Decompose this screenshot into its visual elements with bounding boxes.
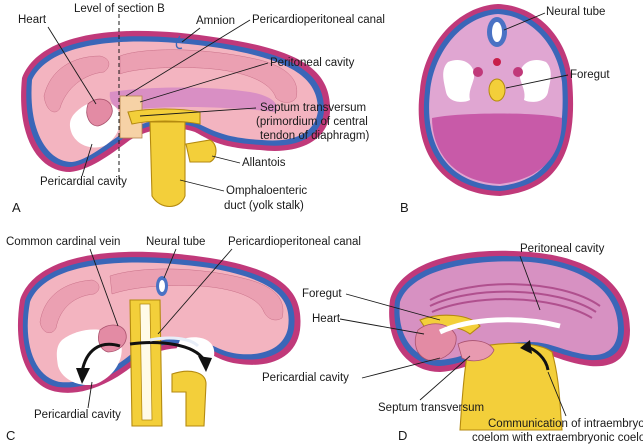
panel-a: Heart Level of section B Amnion Pericard…	[12, 3, 385, 215]
panel-d-embryo	[389, 250, 630, 431]
label-d-foregut: Foregut	[302, 288, 342, 300]
label-pericardioperitoneal-canal: Pericardioperitoneal canal	[252, 14, 385, 26]
panel-letter-a: A	[12, 200, 21, 215]
panel-letter-c: C	[6, 428, 15, 443]
label-septum-primordium: (primordium of central	[256, 116, 368, 128]
label-allantois: Allantois	[242, 157, 286, 169]
label-omphaloenteric: Omphaloenteric	[226, 185, 307, 197]
label-heart: Heart	[18, 14, 47, 26]
label-amnion: Amnion	[196, 15, 235, 27]
panel-b-leaders	[503, 12, 569, 89]
label-d-peritoneal-cavity: Peritoneal cavity	[520, 243, 605, 255]
panel-c-leaders	[87, 248, 233, 409]
label-pericardial-cavity: Pericardial cavity	[40, 176, 127, 188]
label-c-pericardial-cavity: Pericardial cavity	[34, 409, 121, 421]
label-d-coelom: coelom with extraembryonic coelom	[472, 432, 643, 444]
label-peritoneal-cavity: Peritoneal cavity	[270, 57, 355, 69]
label-septum-transversum: Septum transversum	[260, 102, 366, 114]
panel-c-embryo	[17, 251, 301, 427]
panel-d-leaders	[339, 255, 567, 417]
label-septum-tendon: tendon of diaphragm)	[260, 130, 369, 142]
label-b-foregut: Foregut	[570, 69, 610, 81]
label-d-septum-transversum: Septum transversum	[378, 402, 484, 414]
label-d-communication: Communication of intraembryonic	[488, 418, 643, 430]
panel-letter-b: B	[400, 200, 409, 215]
panel-d: Peritoneal cavity Foregut Heart Pericard…	[262, 243, 643, 444]
label-yolk-stalk: duct (yolk stalk)	[224, 200, 304, 212]
label-d-pericardial-cavity: Pericardial cavity	[262, 372, 349, 384]
label-c-neural-tube: Neural tube	[146, 236, 205, 248]
panel-b: Neural tube Foregut B	[400, 4, 610, 215]
label-c-pericardioperitoneal-canal: Pericardioperitoneal canal	[228, 236, 361, 248]
label-level-section-b: Level of section B	[74, 3, 165, 15]
panel-a-leaders	[47, 19, 269, 192]
panel-letter-d: D	[398, 428, 407, 443]
panel-c: Common cardinal vein Neural tube Pericar…	[6, 236, 361, 443]
label-common-cardinal-vein: Common cardinal vein	[6, 236, 120, 248]
label-b-neural-tube: Neural tube	[546, 6, 605, 18]
panel-b-section	[418, 4, 574, 196]
label-d-heart: Heart	[312, 313, 341, 325]
